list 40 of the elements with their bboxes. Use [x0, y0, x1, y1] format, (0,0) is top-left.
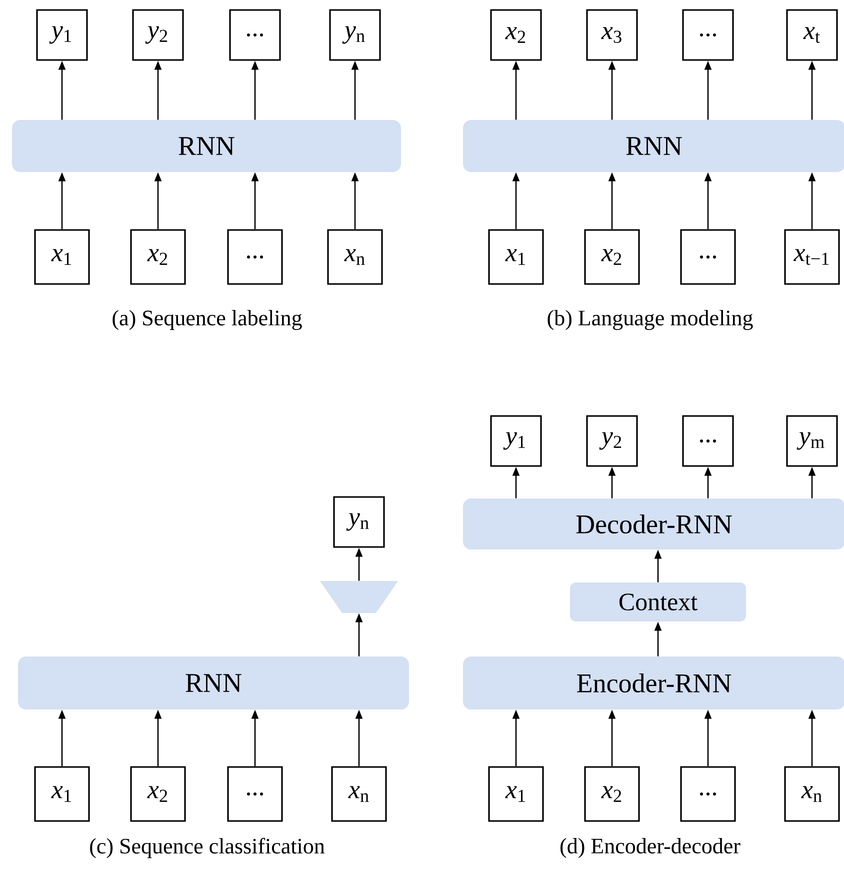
token-box: x$_{n}$ — [784, 766, 840, 822]
rnn-bar: Encoder-RNN — [463, 656, 844, 710]
token-box: x$_{2}$ — [130, 766, 186, 822]
token-box: y$_{2}$ — [586, 415, 638, 467]
token-box: ... — [227, 229, 283, 285]
token-box: x$_{n}$ — [327, 229, 383, 285]
token-box: x$_{t}$ — [786, 9, 838, 61]
caption: (c) Sequence classification — [90, 838, 325, 858]
token-box: x$_{2}$ — [584, 766, 640, 822]
token-box: ... — [682, 415, 734, 467]
rnn-bar: RNN — [12, 120, 401, 172]
rnn-bar: RNN — [18, 656, 409, 710]
context-bar: Context — [570, 582, 746, 622]
token-box: y$_{n}$ — [333, 496, 385, 548]
caption: (d) Encoder-decoder — [560, 838, 740, 858]
token-box: y$_{n}$ — [329, 9, 381, 61]
token-box: x$_{2}$ — [130, 229, 186, 285]
trapezoid-layer — [320, 581, 398, 613]
token-box: x$_{t−1}$ — [784, 229, 840, 285]
caption: (b) Language modeling — [548, 310, 753, 330]
token-box: y$_{1}$ — [36, 9, 88, 61]
token-box: ... — [682, 9, 734, 61]
token-box: x$_{2}$ — [584, 229, 640, 285]
token-box: ... — [680, 229, 736, 285]
token-box: x$_{n}$ — [331, 766, 387, 822]
token-box: x$_{1}$ — [34, 229, 90, 285]
token-box: x$_{1}$ — [488, 229, 544, 285]
token-box: y$_{2}$ — [132, 9, 184, 61]
caption: (a) Sequence labeling — [112, 310, 302, 330]
token-box: y$_{1}$ — [490, 415, 542, 467]
rnn-bar: RNN — [463, 120, 844, 172]
token-box: y$_{m}$ — [786, 415, 838, 467]
token-box: x$_{1}$ — [34, 766, 90, 822]
rnn-bar: Decoder-RNN — [463, 498, 844, 550]
token-box: ... — [229, 9, 281, 61]
token-box: x$_{2}$ — [490, 9, 542, 61]
token-box: x$_{1}$ — [488, 766, 544, 822]
token-box: ... — [227, 766, 283, 822]
token-box: ... — [680, 766, 736, 822]
token-box: x$_{3}$ — [586, 9, 638, 61]
